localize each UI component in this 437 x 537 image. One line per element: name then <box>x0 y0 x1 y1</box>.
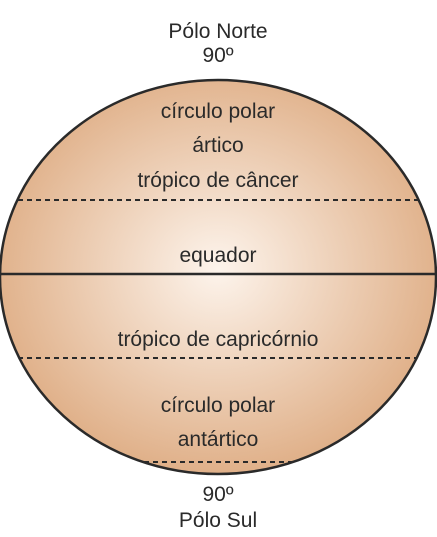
south-pole-degrees: 90º <box>202 483 233 506</box>
arctic-circle-label-line2: ártico <box>192 134 243 157</box>
equator-label: equador <box>179 244 256 267</box>
antarctic-circle-label-line2: antártico <box>178 428 259 451</box>
antarctic-circle-label-line1: círculo polar <box>161 394 275 417</box>
south-pole-label: Pólo Sul <box>179 509 257 532</box>
arctic-circle-label-line1: círculo polar <box>161 100 275 123</box>
north-pole-label: Pólo Norte <box>168 20 267 43</box>
tropic-of-cancer-label: trópico de câncer <box>137 169 298 192</box>
globe <box>0 78 437 476</box>
north-pole-degrees: 90º <box>202 44 233 67</box>
tropic-of-capricorn-label: trópico de capricórnio <box>118 328 319 351</box>
